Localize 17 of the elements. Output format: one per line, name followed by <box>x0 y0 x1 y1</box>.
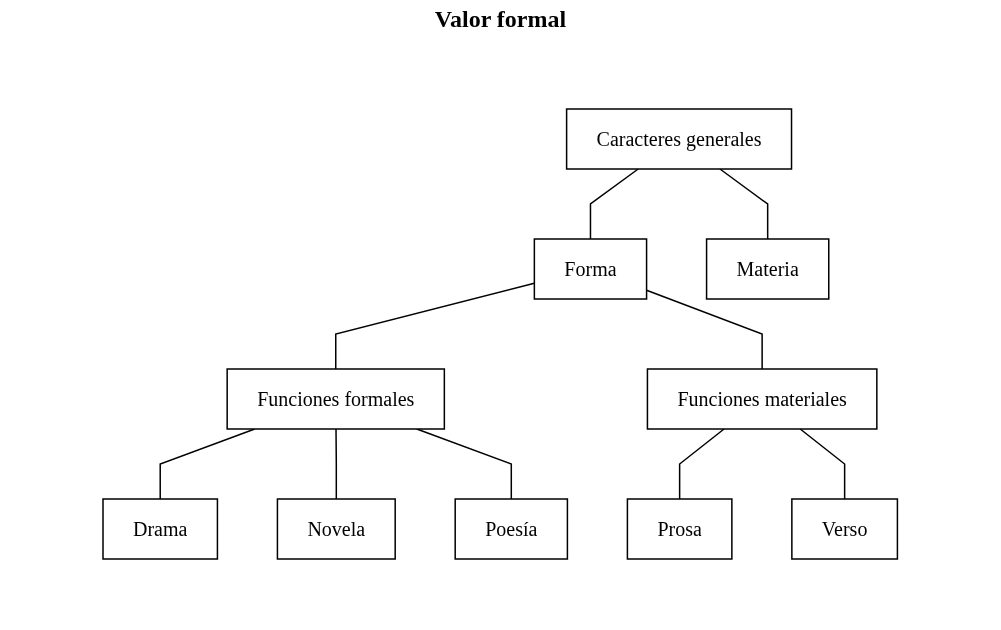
connector <box>679 428 726 500</box>
node-box: Forma <box>533 238 648 300</box>
node-box: Funciones formales <box>226 368 446 430</box>
node-box: Prosa <box>626 498 733 560</box>
connector <box>719 168 769 240</box>
node-box: Verso <box>791 498 899 560</box>
node-box: Funciones materiales <box>647 368 878 430</box>
node-box: Caracteres generales <box>566 108 793 170</box>
node-box: Poesía <box>454 498 569 560</box>
connector <box>799 428 846 500</box>
node-box: Drama <box>102 498 219 560</box>
node-box: Materia <box>706 238 830 300</box>
diagram-title: Valor formal <box>433 6 568 33</box>
connector <box>335 428 338 500</box>
node-box: Novela <box>276 498 397 560</box>
connector <box>590 168 640 240</box>
connector <box>646 289 764 370</box>
